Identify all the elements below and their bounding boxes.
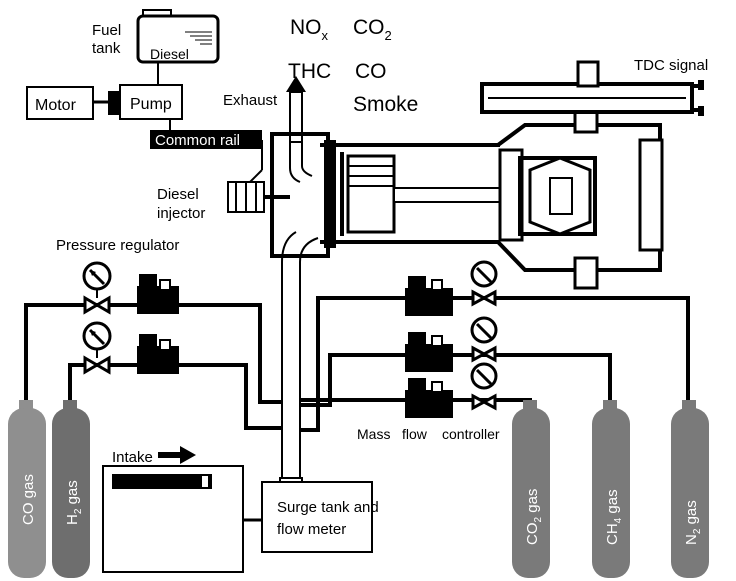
co2-emission-label: CO2 bbox=[353, 16, 392, 43]
pump-label: Pump bbox=[130, 96, 172, 113]
pressure-regulator-co2 bbox=[470, 362, 498, 411]
exhaust-label: Exhaust bbox=[223, 92, 278, 109]
thc-label: THC bbox=[288, 60, 331, 83]
nox-label: NOx bbox=[290, 16, 329, 43]
smoke-label: Smoke bbox=[353, 93, 418, 116]
pump: Pump bbox=[108, 84, 183, 120]
pressure-regulator-n2 bbox=[470, 260, 498, 307]
fuel-tank-label-line1: Fuel bbox=[92, 22, 121, 39]
diesel-injector-label-line1: Diesel bbox=[157, 186, 199, 203]
co2-gas-cylinder: CO2 gas bbox=[512, 400, 550, 578]
intake-pipe bbox=[279, 231, 319, 485]
intake-label: Intake bbox=[112, 449, 153, 466]
mass-flow-controller-h2 bbox=[137, 334, 179, 374]
pressure-regulator-co bbox=[82, 261, 112, 315]
motor-label: Motor bbox=[35, 97, 77, 114]
mass-flow-controller-n2 bbox=[405, 276, 453, 316]
exhaust-pipe bbox=[286, 76, 313, 183]
crankcase bbox=[496, 98, 664, 290]
surge-tank: Surge tank and flow meter bbox=[261, 481, 379, 553]
common-rail-label: Common rail bbox=[155, 132, 240, 149]
n2-gas-cylinder: N2 gas bbox=[671, 400, 709, 578]
fuel-tank: Diesel bbox=[136, 9, 220, 64]
mass-flow-controller-co bbox=[137, 274, 179, 314]
gas-lines bbox=[24, 296, 690, 432]
pressure-regulator-ch4 bbox=[470, 316, 498, 363]
flow-label: flow bbox=[402, 426, 428, 442]
cylinder bbox=[320, 143, 515, 244]
co-emission-label: CO bbox=[355, 60, 387, 83]
pressure-regulator-label: Pressure regulator bbox=[56, 237, 179, 254]
ch4-gas-label: CH4 gas bbox=[604, 489, 624, 545]
controller-label: controller bbox=[442, 426, 500, 442]
h2-gas-label: H2 gas bbox=[64, 480, 84, 525]
motor: Motor bbox=[26, 86, 94, 120]
co-gas-cylinder: CO gas bbox=[8, 400, 46, 578]
co2-gas-label: CO2 gas bbox=[524, 489, 544, 545]
diesel-injector bbox=[227, 181, 290, 213]
mass-label: Mass bbox=[357, 426, 390, 442]
h2-gas-cylinder: H2 gas bbox=[52, 400, 90, 578]
fuel-tank-label-line2: tank bbox=[92, 40, 121, 57]
mass-flow-controller-ch4 bbox=[405, 332, 453, 372]
mass-flow-controller-co2 bbox=[405, 378, 453, 418]
diesel-label: Diesel bbox=[150, 46, 189, 62]
surge-tank-label-line2: flow meter bbox=[277, 521, 346, 538]
co-gas-label: CO gas bbox=[20, 474, 37, 525]
common-rail: Common rail bbox=[150, 130, 262, 149]
diesel-injector-label-line2: injector bbox=[157, 205, 205, 222]
flywheel bbox=[480, 60, 704, 116]
tdc-signal-label: TDC signal bbox=[634, 57, 708, 74]
n2-gas-label: N2 gas bbox=[683, 500, 703, 545]
intake-air-box bbox=[102, 465, 244, 573]
pressure-regulator-h2 bbox=[82, 321, 112, 375]
surge-tank-label-line1: Surge tank and bbox=[277, 499, 379, 516]
intake-arrow bbox=[158, 446, 196, 464]
ch4-gas-cylinder: CH4 gas bbox=[592, 400, 630, 578]
